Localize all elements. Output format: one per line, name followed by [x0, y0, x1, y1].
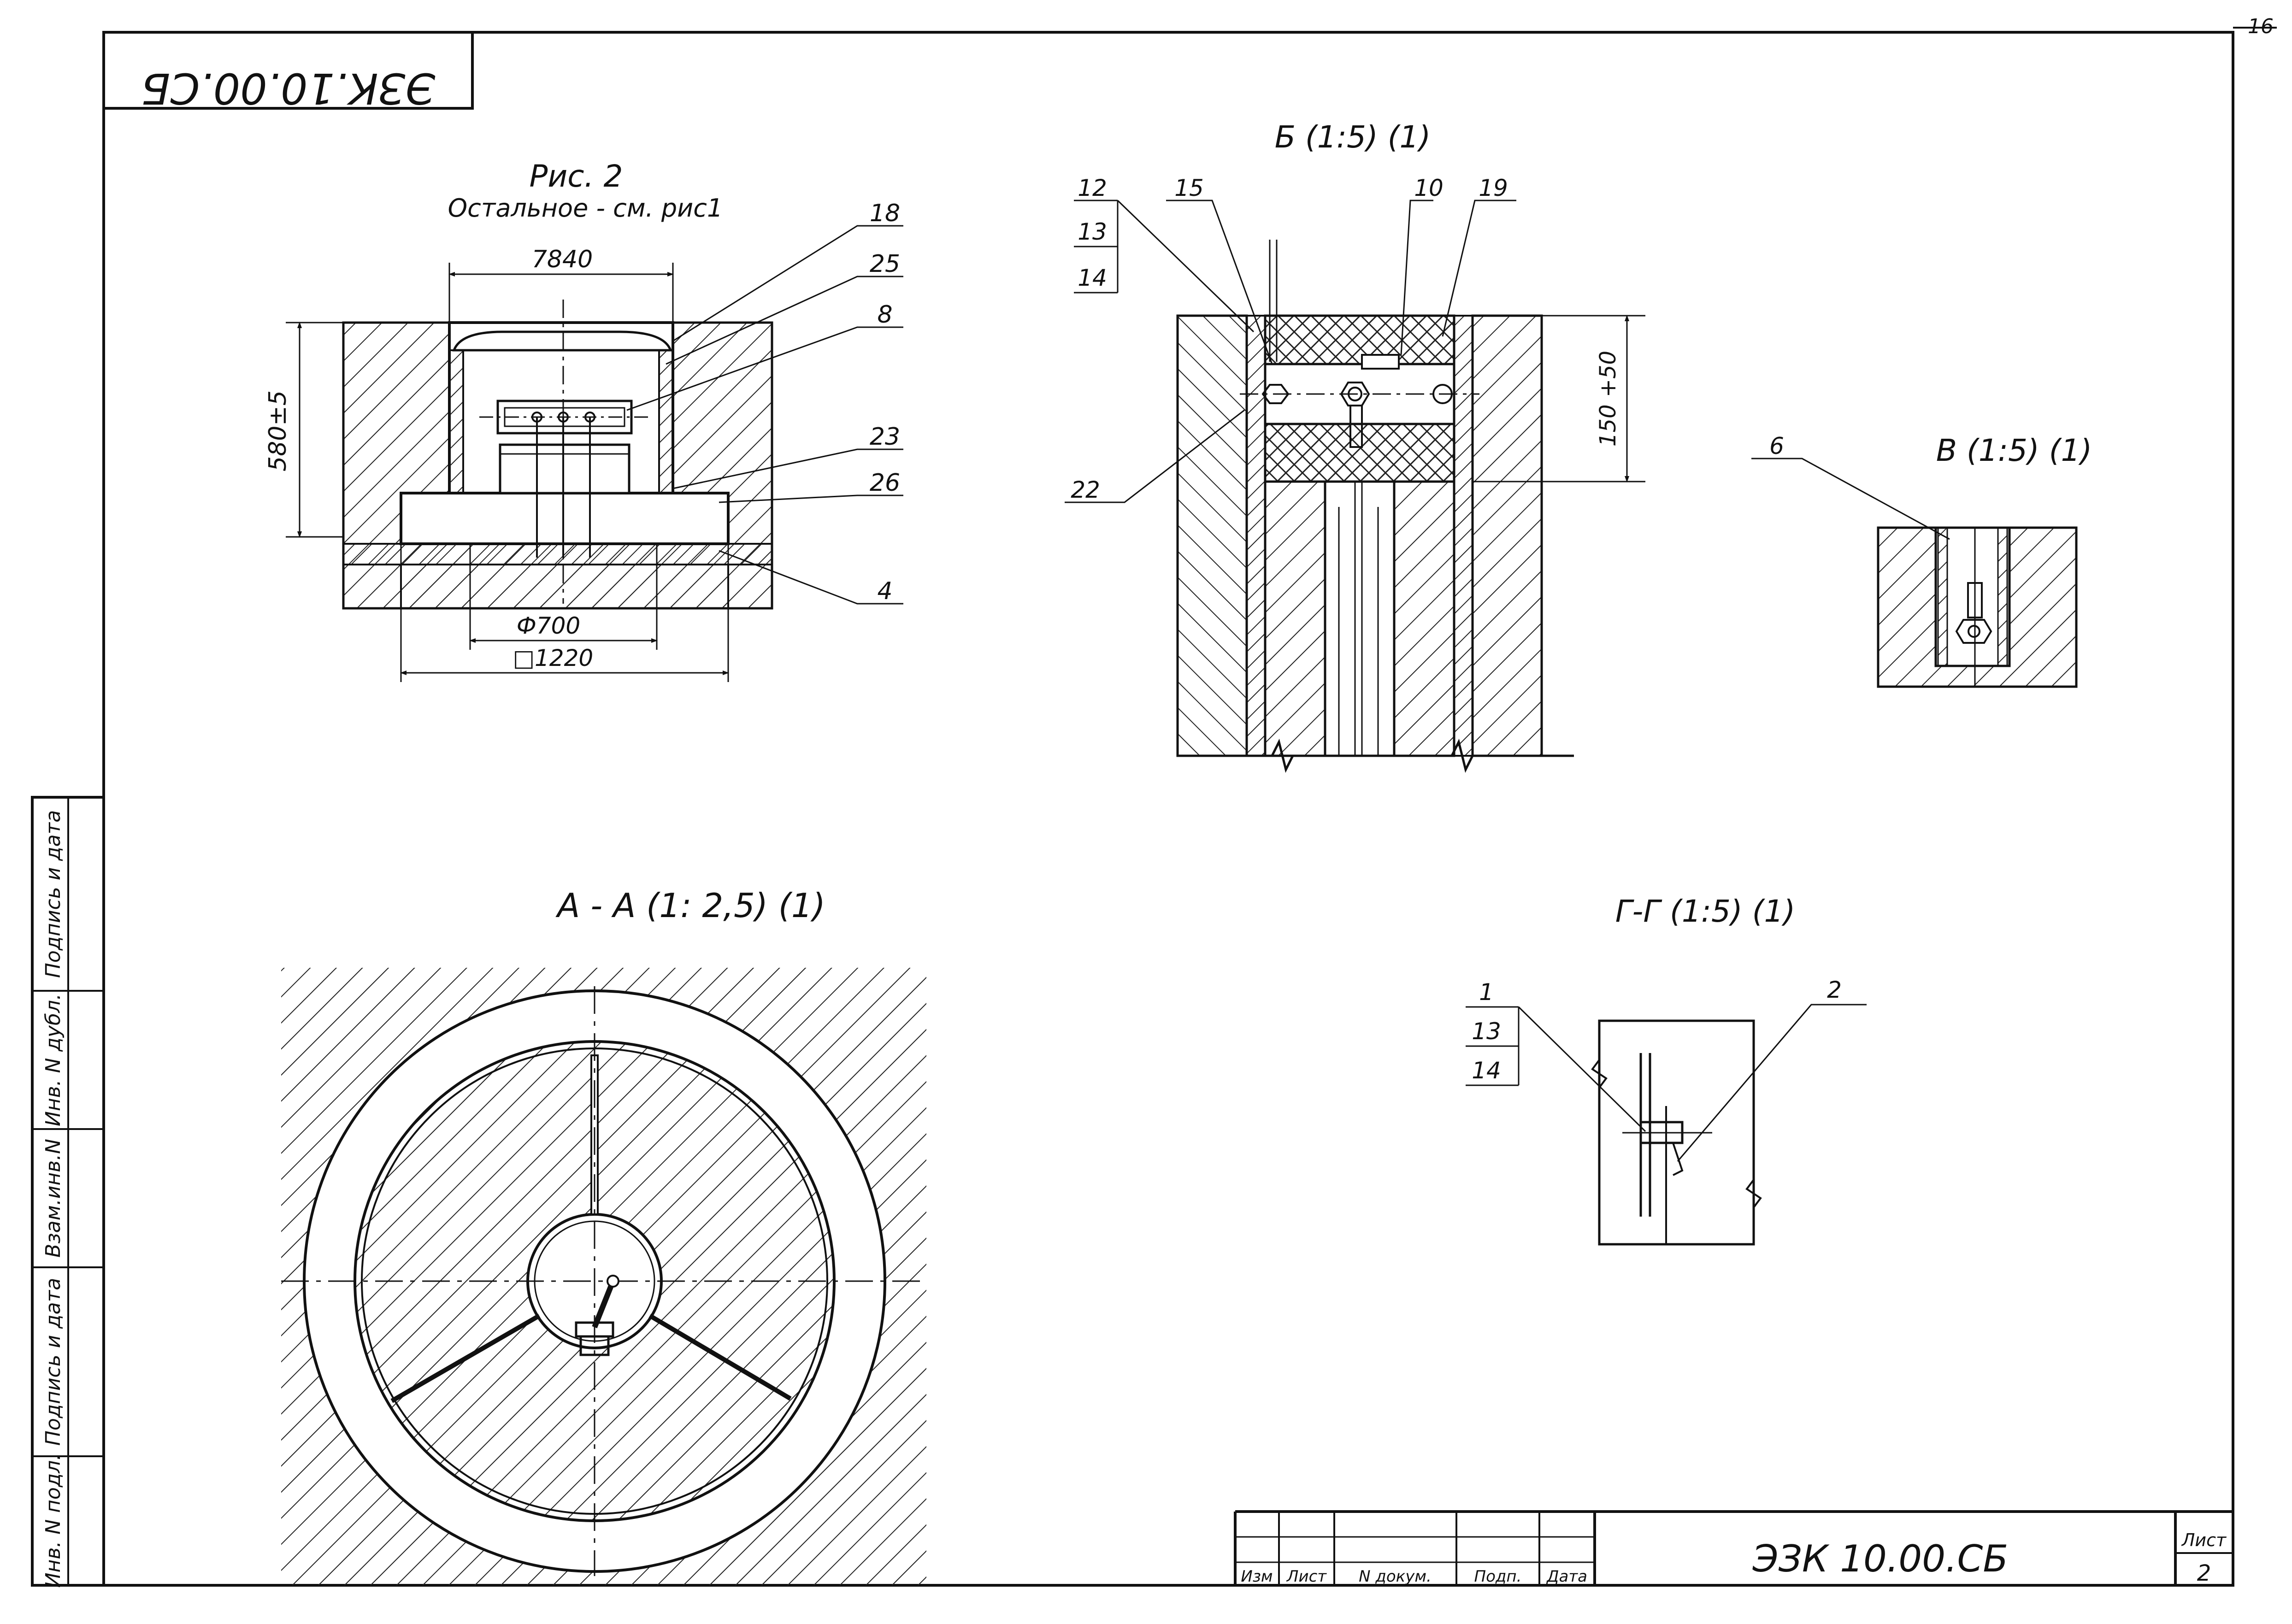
- view-v-title: В (1:5) (1): [1936, 433, 2092, 468]
- page-number: 16: [2248, 15, 2274, 38]
- title-col-izm: Изм: [1241, 1567, 1273, 1586]
- view-v-callout-6: 6: [1769, 433, 1784, 459]
- side-stamp: Инв. N подл. Подпись и дата Взам.инв.N И…: [31, 796, 105, 1588]
- fig2-callout-25: 25: [870, 250, 900, 278]
- view-gg-callout-14: 14: [1472, 1057, 1501, 1084]
- title-col-list: Лист: [1286, 1567, 1327, 1586]
- title-block: Изм Лист N докум. Подп. Дата ЭЗК 10.00.С…: [1234, 1510, 2233, 1586]
- view-gg-title: Г-Г (1:5) (1): [1615, 894, 1796, 929]
- view-b-title: Б (1:5) (1): [1275, 119, 1431, 155]
- fig2-callout-26: 26: [870, 469, 900, 497]
- side-stamp-vzam-inv: Взам.инв.N: [41, 1139, 65, 1258]
- doc-code: ЭЗК 10.00.СБ: [1752, 1537, 2009, 1580]
- fig2-dim-height: 580±5: [264, 390, 292, 471]
- view-b-callout-10: 10: [1414, 175, 1444, 201]
- view-aa: А - А (1: 2,5) (1): [281, 886, 926, 1585]
- fig2-subtitle: Остальное - см. рис1: [448, 194, 723, 223]
- sheet-number: 2: [2197, 1560, 2211, 1586]
- view-b-callout-13: 13: [1078, 218, 1107, 245]
- fig2-view: Рис. 2 Остальное - см. рис1 7840: [264, 159, 903, 682]
- view-b-dim: 150 +50: [1595, 351, 1621, 447]
- view-b-callout-22: 22: [1071, 477, 1100, 503]
- title-col-date: Дата: [1546, 1567, 1587, 1586]
- side-stamp-inv-dubl: Инв. N дубл.: [41, 994, 65, 1126]
- view-gg-callout-1: 1: [1479, 979, 1494, 1006]
- fig2-callout-8: 8: [877, 301, 892, 329]
- sheet-label: Лист: [2181, 1530, 2227, 1550]
- mirrored-doc-code: ЭЗК.10.00.СБ: [141, 64, 436, 113]
- view-gg-callout-13: 13: [1472, 1018, 1501, 1045]
- fig2-callout-23: 23: [870, 423, 900, 451]
- side-stamp-sign-date-2: Подпись и дата: [41, 810, 65, 978]
- fig2-callout-18: 18: [870, 200, 900, 227]
- side-stamp-sign-date-1: Подпись и дата: [41, 1278, 65, 1446]
- view-gg: Г-Г (1:5) (1) 1 13 14 2: [1466, 894, 1867, 1246]
- fig2-dim-diameter: Ф700: [517, 612, 580, 639]
- view-b-callout-14: 14: [1078, 265, 1107, 291]
- fig2-dim-square: □1220: [513, 645, 594, 671]
- view-b-callout-19: 19: [1479, 175, 1508, 201]
- side-stamp-inv-podl: Инв. N подл.: [41, 1454, 65, 1588]
- view-v: В (1:5) (1) 6: [1751, 433, 2092, 688]
- title-col-doc: N докум.: [1359, 1567, 1432, 1586]
- view-aa-title: А - А (1: 2,5) (1): [555, 886, 825, 925]
- view-gg-callout-2: 2: [1827, 977, 1842, 1003]
- title-col-sign: Подп.: [1474, 1567, 1522, 1586]
- view-b-callout-12: 12: [1078, 175, 1107, 201]
- view-b: Б (1:5) (1) 150 +50: [1065, 119, 1645, 773]
- mirrored-code-box: ЭЗК.10.00.СБ: [102, 31, 474, 113]
- view-b-callout-15: 15: [1174, 175, 1204, 201]
- fig2-dim-width: 7840: [532, 246, 593, 273]
- fig2-callout-4: 4: [877, 577, 892, 605]
- fig2-title: Рис. 2: [530, 159, 623, 194]
